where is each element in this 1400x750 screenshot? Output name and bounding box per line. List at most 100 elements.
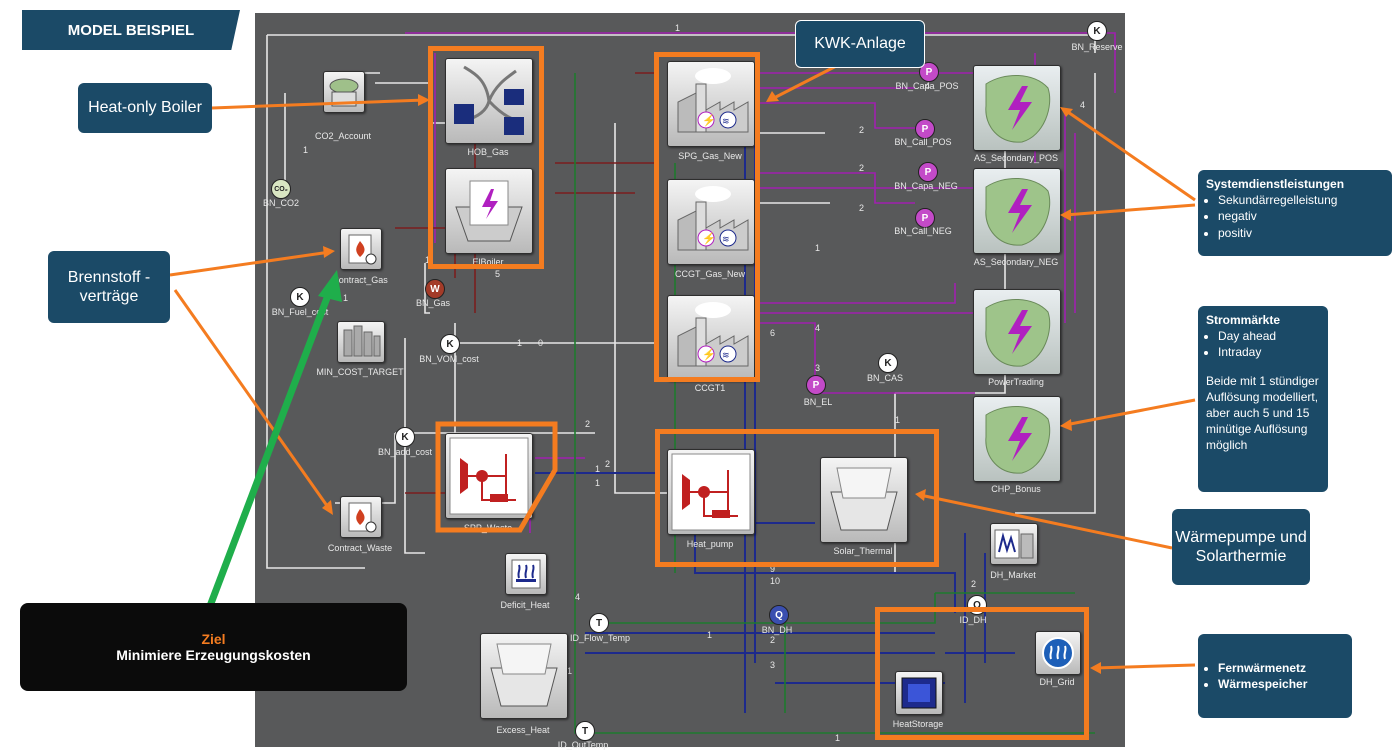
heater-icon <box>506 554 546 594</box>
bn-vom-cost-label: BN_VOM_cost <box>419 354 479 364</box>
svg-text:1: 1 <box>343 293 348 303</box>
heat-market-icon <box>991 524 1037 564</box>
svg-text:1: 1 <box>303 145 308 155</box>
spp-waste-node[interactable] <box>445 433 533 519</box>
min-cost-target-label: MIN_COST_TARGET <box>316 367 403 377</box>
excess-heat-node[interactable] <box>480 633 568 719</box>
svg-text:2: 2 <box>859 203 864 213</box>
market-map-icon <box>974 290 1060 374</box>
co2-account-node[interactable] <box>323 71 365 113</box>
svg-text:6: 6 <box>770 328 775 338</box>
bn-vom-cost-node[interactable]: K <box>440 334 460 354</box>
svg-text:3: 3 <box>815 363 820 373</box>
info-systemdienst-item: negativ <box>1218 208 1384 224</box>
svg-text:2: 2 <box>971 579 976 589</box>
highlight-fernwaerme <box>875 607 1089 740</box>
deficit-heat-node[interactable] <box>505 553 547 595</box>
goal-box: Ziel Minimiere Erzeugungskosten <box>20 603 407 691</box>
bn-capa-neg-node[interactable]: P <box>918 162 938 182</box>
bn-add-cost-label: BN_add_cost <box>378 447 432 457</box>
callout-waermepumpe: Wärmepumpe und Solarthermie <box>1172 509 1310 585</box>
info-fernwaerme: Fernwärmenetz Wärmespeicher <box>1198 634 1352 718</box>
bn-call-neg-label: BN_Call_NEG <box>894 226 952 236</box>
svg-text:1: 1 <box>895 415 900 425</box>
svg-text:1: 1 <box>595 478 600 488</box>
svg-text:1: 1 <box>517 338 522 348</box>
svg-text:2: 2 <box>859 163 864 173</box>
info-fernwaerme-item: Fernwärmenetz <box>1218 660 1307 676</box>
svg-text:2: 2 <box>770 635 775 645</box>
contract-waste-label: Contract_Waste <box>328 543 392 553</box>
bn-reserve-node[interactable]: K <box>1087 21 1107 41</box>
contract-waste-node[interactable] <box>340 496 382 538</box>
contract-gas-node[interactable] <box>340 228 382 270</box>
bn-gas-node[interactable]: W <box>425 279 445 299</box>
page-title: MODEL BEISPIEL <box>22 10 240 50</box>
bn-call-pos-label: BN_Call_POS <box>894 137 951 147</box>
chp-bonus-label: CHP_Bonus <box>991 484 1041 494</box>
ccgt1-label: CCGT1 <box>695 383 726 393</box>
id-outtemp-node[interactable]: T <box>575 721 595 741</box>
fuel-contract-icon <box>341 229 381 269</box>
turbine-icon <box>446 434 532 518</box>
market-map-icon <box>974 397 1060 481</box>
fuel-contract-icon <box>341 497 381 537</box>
svg-text:3: 3 <box>770 660 775 670</box>
svg-text:1: 1 <box>815 243 820 253</box>
market-map-icon <box>974 169 1060 253</box>
bn-cas-node[interactable]: K <box>878 353 898 373</box>
id-flow-temp-label: ID_Flow_Temp <box>570 633 630 643</box>
svg-text:2: 2 <box>605 459 610 469</box>
bn-add-cost-node[interactable]: K <box>395 427 415 447</box>
svg-text:2: 2 <box>585 419 590 429</box>
bn-cas-label: BN_CAS <box>867 373 903 383</box>
excess-heat-label: Excess_Heat <box>496 725 549 735</box>
info-strommaerkte-item: Intraday <box>1218 344 1320 360</box>
bn-el-label: BN_EL <box>804 397 833 407</box>
as-secondary-neg-label: AS_Secondary_NEG <box>974 257 1059 267</box>
svg-text:0: 0 <box>538 338 543 348</box>
bn-dh-label: BN_DH <box>762 625 793 635</box>
svg-text:4: 4 <box>815 323 820 333</box>
deficit-heat-label: Deficit_Heat <box>500 600 549 610</box>
bn-dh-node[interactable]: Q <box>769 605 789 625</box>
highlight-waermepumpe <box>655 429 939 567</box>
bn-capa-neg-label: BN_Capa_NEG <box>894 181 958 191</box>
info-systemdienst-item: positiv <box>1218 225 1384 241</box>
bn-call-pos-node[interactable]: P <box>915 119 935 139</box>
info-systemdienstleistungen: Systemdienstleistungen Sekundärregelleis… <box>1198 170 1392 256</box>
dh-market-node[interactable] <box>990 523 1038 565</box>
bn-call-neg-node[interactable]: P <box>915 208 935 228</box>
powertrading-label: PowerTrading <box>988 377 1044 387</box>
callout-heat-only-boiler: Heat-only Boiler <box>78 83 212 133</box>
svg-text:1: 1 <box>595 464 600 474</box>
contract-gas-label: Contract_Gas <box>332 275 388 285</box>
highlight-heat-only-boiler <box>428 46 544 269</box>
svg-text:1: 1 <box>675 23 680 33</box>
id-flow-temp-node[interactable]: T <box>589 613 609 633</box>
goal-label: Ziel <box>20 631 407 647</box>
dh-market-label: DH_Market <box>990 570 1036 580</box>
as-secondary-pos-node[interactable] <box>973 65 1061 151</box>
bn-el-node[interactable]: P <box>806 375 826 395</box>
co2-account-label: CO2_Account <box>315 131 371 141</box>
bn-co2-label: BN_CO2 <box>263 198 299 208</box>
svg-text:4: 4 <box>575 592 580 602</box>
bn-co2-node[interactable]: CO₂ <box>271 179 291 199</box>
as-secondary-pos-label: AS_Secondary_POS <box>974 153 1058 163</box>
as-secondary-neg-node[interactable] <box>973 168 1061 254</box>
bn-fuel-cost-node[interactable]: K <box>290 287 310 307</box>
spp-waste-label: SPP_Waste <box>464 523 512 533</box>
bn-gas-label: BN_Gas <box>416 298 450 308</box>
powertrading-node[interactable] <box>973 289 1061 375</box>
min-cost-target-node[interactable] <box>337 321 385 363</box>
info-systemdienst-title: Systemdienstleistungen <box>1206 176 1384 192</box>
info-strommaerkte-item: Day ahead <box>1218 328 1320 344</box>
storage-tank-icon <box>481 634 567 718</box>
callout-brennstoff: Brennstoff -verträge <box>48 251 170 323</box>
chp-bonus-node[interactable] <box>973 396 1061 482</box>
bn-reserve-label: BN_Reserve <box>1071 42 1122 52</box>
goal-text: Minimiere Erzeugungskosten <box>20 647 407 663</box>
svg-text:1: 1 <box>835 733 840 743</box>
svg-text:1: 1 <box>707 630 712 640</box>
